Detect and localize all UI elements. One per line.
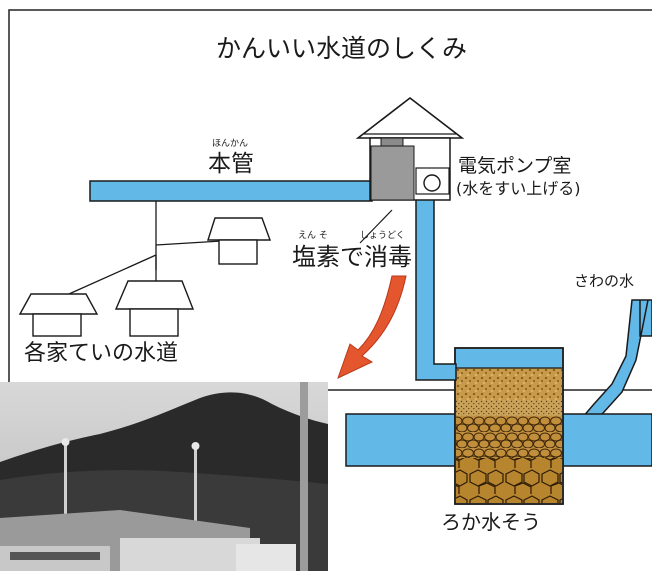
chlorination-label: 塩素で消毒: [292, 243, 412, 271]
house-right: [207, 217, 271, 265]
filter-tank-label: ろか水そう: [441, 510, 541, 534]
main-pipe-ruby: ほんかん: [212, 139, 249, 149]
chlorination-leader: [359, 209, 393, 244]
pump-room-sublabel: (水をすい上げる): [456, 179, 581, 198]
riser-pipe: [415, 193, 457, 381]
diagram-title: かんいい水道のしくみ: [216, 34, 468, 63]
stream-channel: [580, 299, 652, 419]
stream-label: さわの水: [574, 272, 635, 290]
chlorination-ruby-sho: しょうどく: [360, 231, 405, 241]
pump-room-label: 電気ポンプ室: [458, 155, 572, 177]
filter-tank: [454, 347, 564, 505]
chlorination-ruby-en: えん そ: [298, 231, 328, 241]
pump-house: [355, 96, 465, 201]
house-center: [114, 280, 195, 337]
main-pipe-label: 本管: [208, 151, 254, 177]
pump-tank: [370, 145, 415, 201]
homes-label: 各家ていの水道: [24, 341, 179, 366]
photo-inset: [0, 382, 328, 571]
orange-arrow-icon: [337, 275, 407, 379]
pump-icon: [423, 174, 441, 192]
main-pipe: [89, 180, 373, 202]
house-left: [18, 293, 99, 337]
diagram-frame: [8, 9, 652, 391]
